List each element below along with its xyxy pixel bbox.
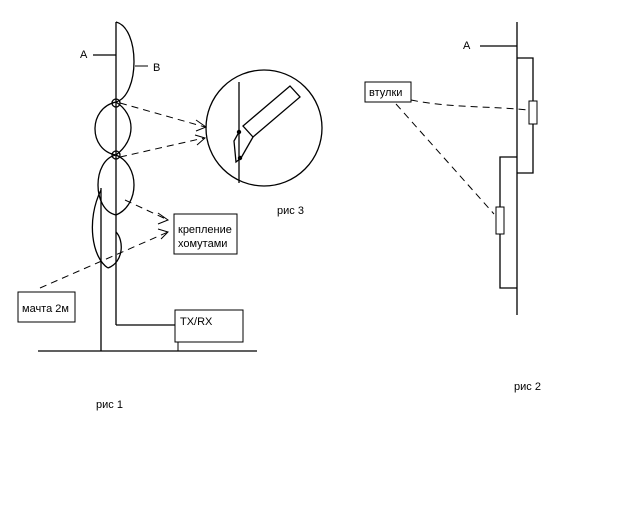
pointer-bushing-lower bbox=[395, 103, 495, 215]
pointer-junction-upper bbox=[119, 102, 206, 128]
fig2-bushing-lower bbox=[495, 206, 505, 235]
clamp-label-line2: хомутами bbox=[178, 238, 227, 250]
loop-lower-left bbox=[97, 154, 117, 216]
bushings-label: втулки bbox=[369, 87, 402, 99]
label-a-left: A bbox=[80, 49, 88, 61]
label-b-left: B bbox=[153, 62, 160, 74]
figure-1: A B мачта 2м TX/RX крепление хомутами ри… bbox=[17, 21, 257, 411]
clamp-label-line1: крепление bbox=[178, 224, 232, 236]
figure-3: рис 3 bbox=[205, 69, 323, 217]
figure-2: втулки A рис 2 bbox=[364, 22, 541, 393]
zoom-dot-lower bbox=[237, 155, 243, 161]
arrowhead-3 bbox=[157, 212, 170, 225]
arrowhead-4 bbox=[157, 228, 169, 240]
junction-lower bbox=[111, 150, 121, 160]
zoom-lead bbox=[240, 136, 254, 159]
txrx-label: TX/RX bbox=[180, 316, 213, 328]
arrowhead-2 bbox=[194, 134, 207, 146]
loop-top-right bbox=[115, 21, 135, 103]
pointer-mast bbox=[39, 231, 169, 289]
txrx-box bbox=[174, 309, 244, 343]
caption-fig2: рис 2 bbox=[514, 381, 541, 393]
caption-fig3: рис 3 bbox=[277, 205, 304, 217]
fig2-bushing-upper bbox=[528, 100, 538, 125]
loop-middle-left bbox=[94, 101, 117, 156]
clamp-label-box bbox=[173, 213, 238, 255]
loop-middle-right bbox=[115, 101, 132, 156]
pointer-bushing-upper bbox=[410, 99, 529, 111]
zoom-circle bbox=[205, 69, 323, 187]
clamp-loop-left bbox=[91, 189, 109, 269]
clamp-loop-right bbox=[107, 231, 122, 269]
zoom-connector bbox=[233, 131, 242, 164]
pointer-junction-lower bbox=[119, 137, 205, 158]
loop-lower-right bbox=[115, 154, 135, 216]
zoom-dot-upper bbox=[236, 129, 242, 135]
bushings-label-box bbox=[364, 81, 412, 103]
mast-label: мачта 2м bbox=[22, 303, 69, 315]
caption-fig1: рис 1 bbox=[96, 399, 123, 411]
label-a-right: A bbox=[463, 40, 471, 52]
pointer-clamp-upper bbox=[124, 199, 169, 221]
mast-label-box bbox=[17, 291, 76, 323]
zoom-bushing bbox=[242, 85, 301, 138]
